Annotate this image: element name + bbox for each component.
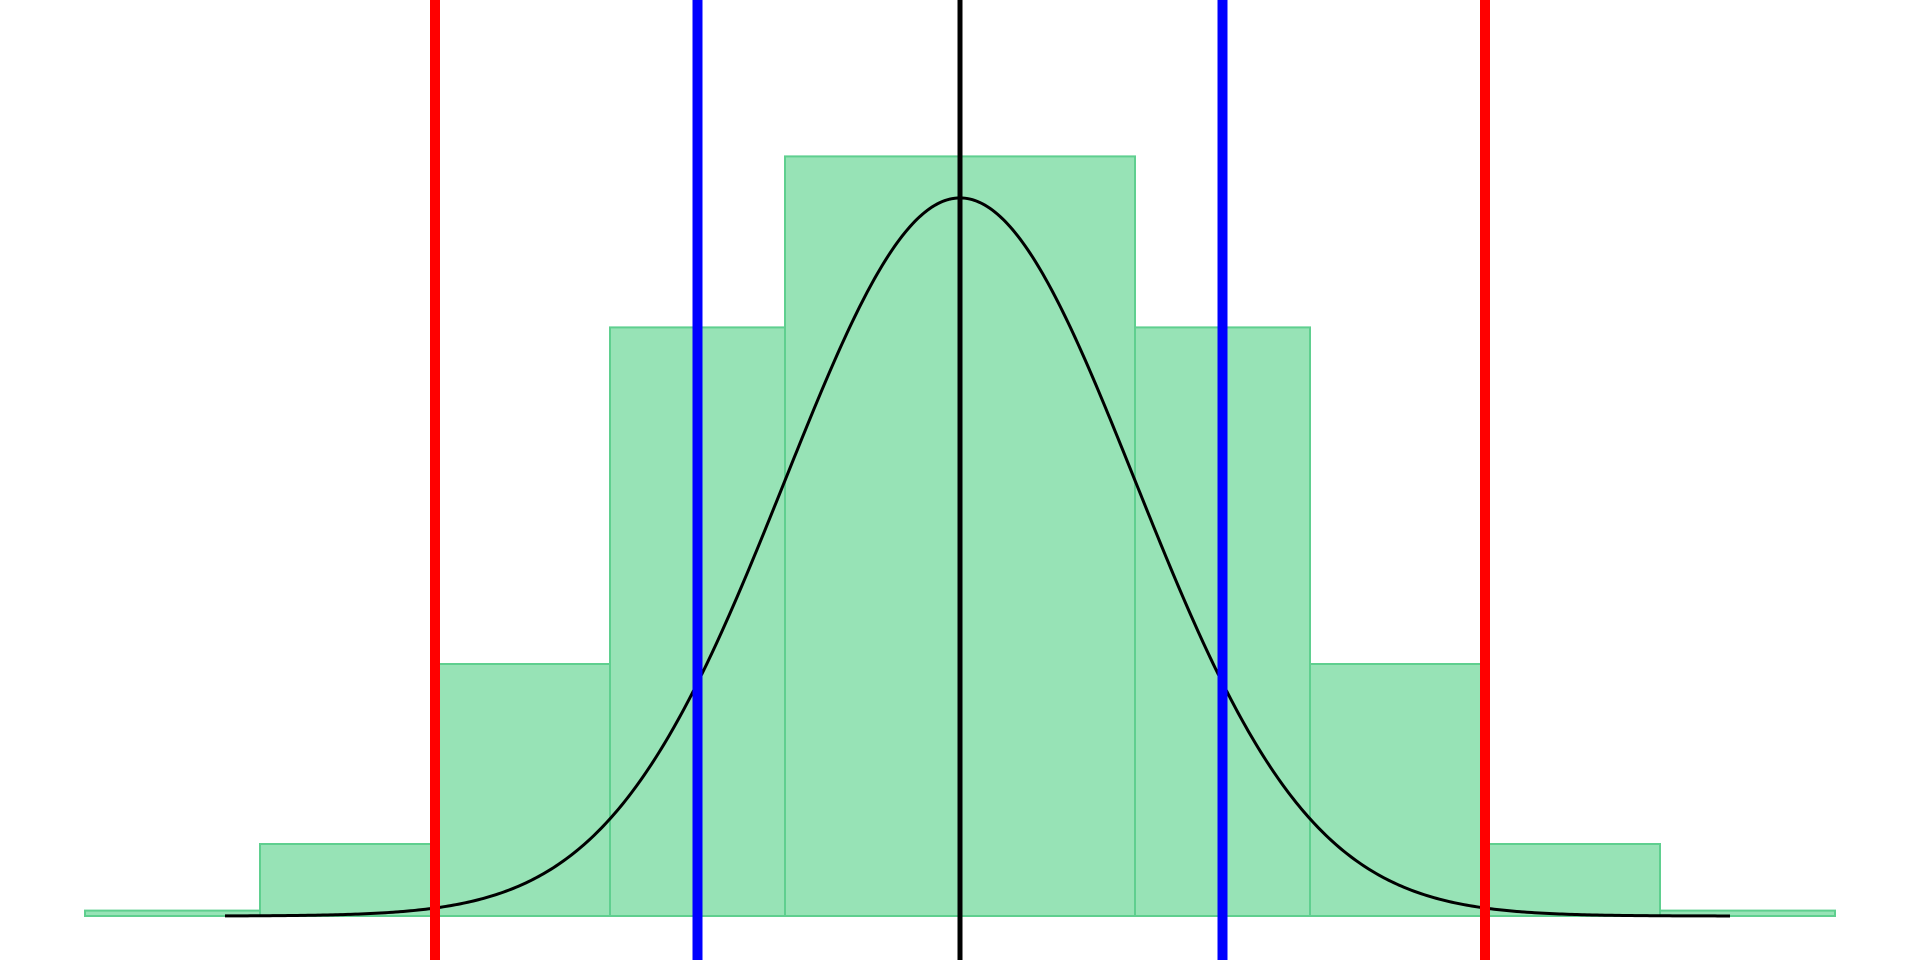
- histogram-bar: [259, 843, 436, 917]
- density-curve: [225, 196, 1731, 918]
- reference-lines: [430, 0, 1490, 960]
- histogram-bar: [434, 663, 611, 917]
- density-curve-layer: [225, 196, 1731, 918]
- histogram-bar: [1484, 843, 1661, 917]
- histogram-bar: [1309, 663, 1486, 917]
- histogram-bars: [84, 155, 1836, 917]
- histogram-bar: [1659, 909, 1836, 917]
